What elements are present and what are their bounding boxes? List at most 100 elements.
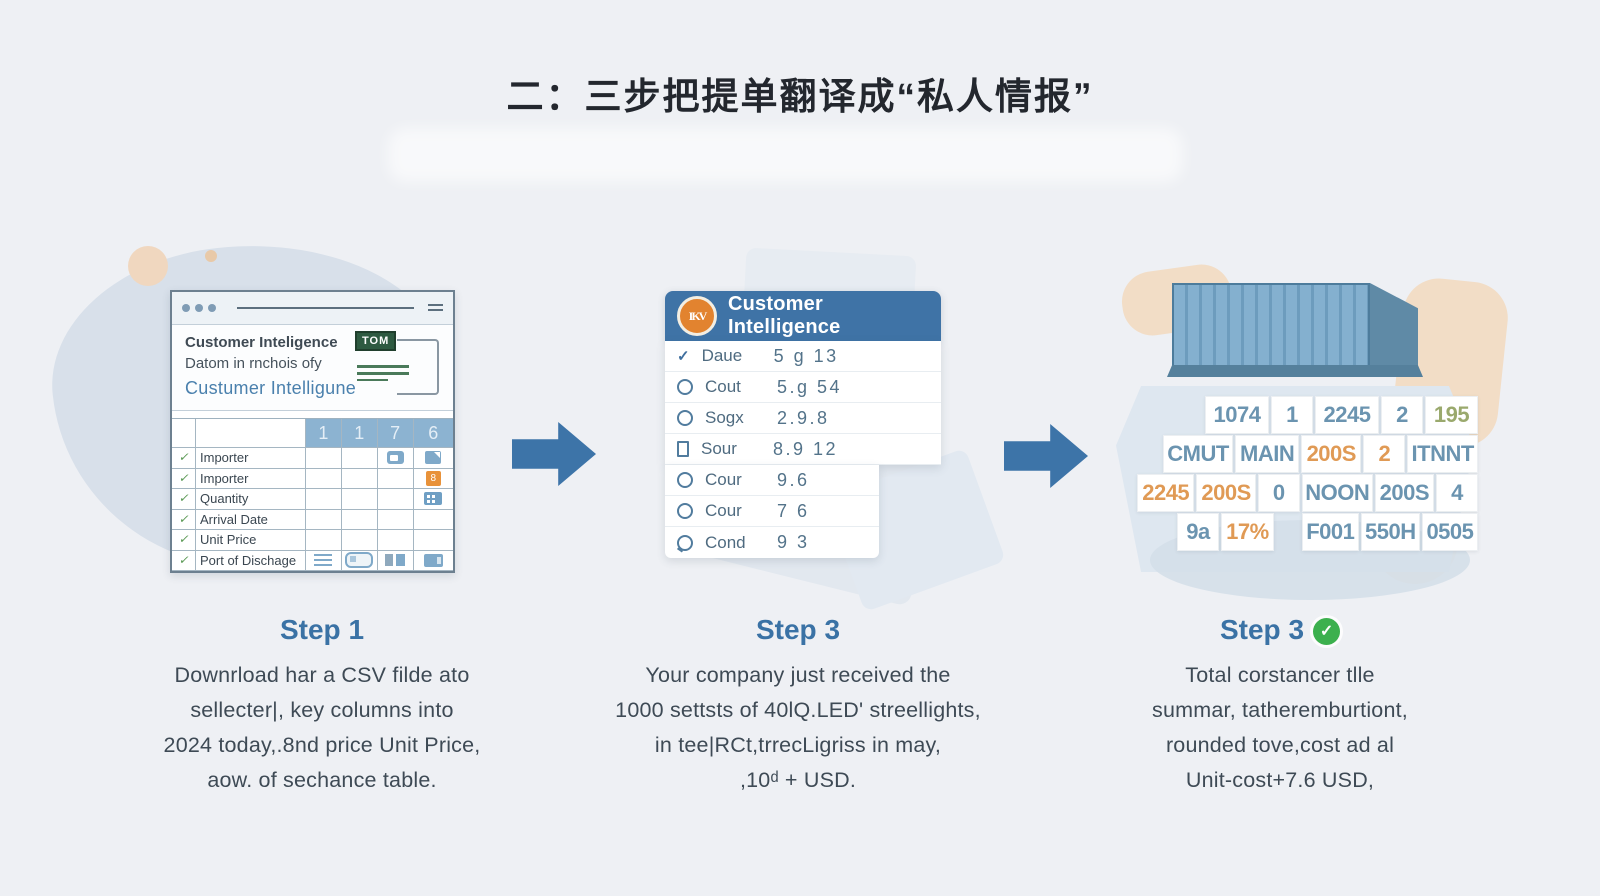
row-check-icon: ✓ bbox=[172, 468, 196, 489]
sheet-cell bbox=[306, 489, 342, 510]
container-front bbox=[1172, 283, 1370, 367]
arrow-right-icon bbox=[1004, 424, 1088, 488]
data-tile: ITNNT bbox=[1407, 435, 1478, 473]
circle-icon bbox=[677, 379, 693, 395]
step1-label: Step 1 bbox=[279, 614, 365, 645]
document-outline bbox=[397, 339, 439, 395]
intel-row-label: Daue bbox=[701, 346, 743, 365]
data-tile: 2 bbox=[1363, 435, 1406, 473]
address-bar-line bbox=[237, 307, 414, 309]
data-tile: 4 bbox=[1436, 474, 1478, 512]
sheet-cell bbox=[377, 550, 414, 571]
row-label: Port of Dischage bbox=[196, 550, 306, 571]
step1-title: Step 1 bbox=[112, 614, 532, 646]
row-check-icon: ✓ bbox=[172, 509, 196, 530]
sheet-body: ✓Importer✓Importer✓Quantity✓Arrival Date… bbox=[172, 448, 453, 571]
sheet-cell bbox=[413, 551, 453, 571]
sheet-info-link: Custumer Intelligune bbox=[185, 378, 357, 398]
sheet-info-line2: Datom in rnchois ofy bbox=[185, 355, 322, 372]
sheet-column-number: 6 bbox=[413, 419, 453, 448]
sheet-cell bbox=[306, 550, 342, 571]
data-tile: 2 bbox=[1381, 396, 1423, 434]
row-label: Importer bbox=[196, 468, 306, 489]
brand-logo-icon: IKV bbox=[677, 296, 717, 336]
sheet-cell bbox=[377, 509, 414, 530]
intel-row-value: 8.9 12 bbox=[773, 438, 839, 459]
data-tile: 1074 bbox=[1205, 396, 1269, 434]
document-badge: TOM bbox=[355, 331, 397, 351]
sheet-cell bbox=[306, 509, 342, 530]
sheet-cell bbox=[413, 489, 453, 510]
window-dot-icon bbox=[182, 304, 190, 312]
square-icon bbox=[677, 441, 689, 457]
row-label: Arrival Date bbox=[196, 509, 306, 530]
sheet-cell bbox=[413, 530, 453, 551]
data-tile: MAIN bbox=[1235, 435, 1300, 473]
sheet-cell bbox=[306, 468, 342, 489]
sheet-cell bbox=[413, 469, 453, 489]
row-label: Importer bbox=[196, 448, 306, 469]
bars-blue-icon bbox=[385, 554, 406, 567]
container-base bbox=[1167, 365, 1423, 377]
row-check-icon: ✓ bbox=[172, 550, 196, 571]
intel-row-value: 2.9.8 bbox=[777, 407, 830, 428]
document-lines bbox=[357, 365, 409, 385]
window-titlebar bbox=[172, 292, 453, 325]
circle-icon bbox=[677, 472, 693, 488]
data-tile: 1 bbox=[1271, 396, 1313, 434]
data-tile: 17% bbox=[1221, 513, 1274, 551]
window-dot-icon bbox=[195, 304, 203, 312]
step2-title: Step 3 bbox=[588, 614, 1008, 646]
row-check-icon: ✓ bbox=[172, 530, 196, 551]
sheet-header-cell bbox=[196, 419, 306, 448]
table-row: ✓Unit Price bbox=[172, 530, 453, 551]
sheet-cell bbox=[341, 530, 378, 551]
page-title: 二：三步把提单翻译成“私人情报” bbox=[506, 76, 1094, 117]
table-row: ✓Quantity bbox=[172, 489, 453, 510]
intel-card-title: Customer Intelligence bbox=[728, 293, 841, 338]
background-blob bbox=[205, 250, 217, 262]
intel-row-value: 5 g 13 bbox=[773, 345, 839, 366]
intel-card-header: IKV Customer Intelligence bbox=[665, 291, 941, 341]
step2-label: Step 3 bbox=[755, 614, 841, 645]
pill-blue-icon bbox=[345, 552, 374, 569]
data-tile: 200S bbox=[1301, 435, 1362, 473]
table-row: ✓Arrival Date bbox=[172, 509, 453, 530]
step3-label: Step 3 bbox=[1219, 614, 1305, 645]
menu-icon bbox=[428, 303, 443, 313]
check-badge-icon: ✓ bbox=[1313, 618, 1341, 645]
intel-row-value: 5.g 54 bbox=[777, 376, 843, 397]
arrow-right-icon bbox=[512, 422, 596, 486]
sheet-cell bbox=[377, 530, 414, 551]
intel-row-value: 7 6 bbox=[777, 500, 810, 521]
sheet-cell bbox=[341, 550, 378, 571]
document-icon: TOM bbox=[351, 331, 439, 399]
row-label: Unit Price bbox=[196, 530, 306, 551]
data-tile: 9a bbox=[1177, 513, 1219, 551]
data-tile: 2245 bbox=[1315, 396, 1379, 434]
step3-description: Total corstancer tlle summar, tatherembu… bbox=[1152, 663, 1408, 792]
orange-badge-icon bbox=[425, 470, 441, 486]
shipping-container-icon bbox=[1167, 277, 1423, 381]
data-tile: F001 bbox=[1301, 513, 1359, 551]
row-check-icon: ✓ bbox=[172, 448, 196, 469]
window-dot-icon bbox=[208, 304, 216, 312]
sheet-cell bbox=[377, 489, 414, 510]
data-tile: 200S bbox=[1374, 474, 1434, 512]
sheet-cell bbox=[306, 448, 342, 469]
circle-icon bbox=[677, 503, 693, 519]
table-row: ✓Importer bbox=[172, 448, 453, 469]
sheet-cell bbox=[377, 468, 414, 489]
step3-title: Step 3 ✓ bbox=[1070, 614, 1490, 646]
